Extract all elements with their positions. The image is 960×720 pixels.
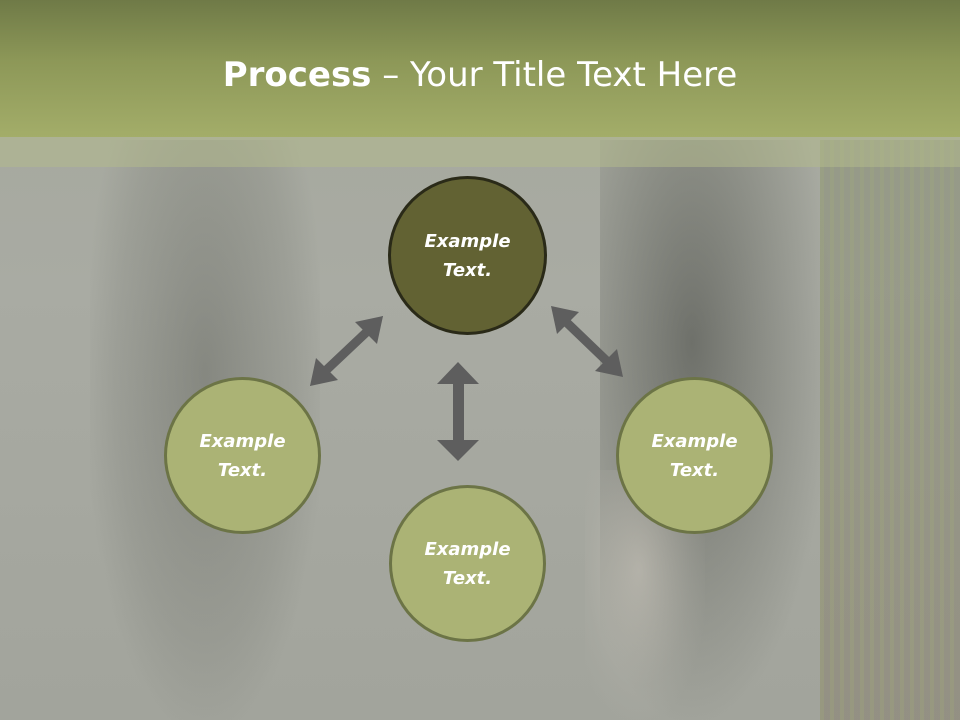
node-line2: Text.: [669, 459, 720, 481]
node-line1: Example: [199, 430, 286, 452]
node-line1: Example: [424, 230, 511, 252]
node-line2: Text.: [442, 259, 493, 281]
title-banner: [0, 0, 960, 137]
slide-title: Process – Your Title Text Here: [0, 52, 960, 98]
node-line2: Text.: [217, 459, 268, 481]
title-banner-strip: [0, 137, 960, 167]
slide-title-rest: – Your Title Text Here: [371, 55, 738, 95]
double-arrow-right-icon: [551, 306, 623, 377]
node-line1: Example: [651, 430, 738, 452]
node-line2: Text.: [442, 567, 493, 589]
double-arrow-left-icon: [310, 316, 383, 386]
double-arrow-vertical-icon: [437, 362, 479, 461]
photo-bead-curtain: [820, 140, 960, 720]
node-line1: Example: [424, 538, 511, 560]
slide-title-bold: Process: [222, 55, 372, 95]
